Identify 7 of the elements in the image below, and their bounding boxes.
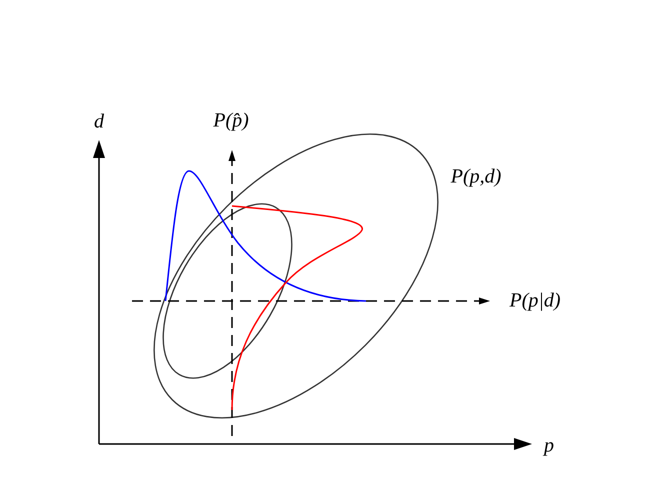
inner-ellipse (162, 203, 292, 379)
formula-label: P(p|d) (509, 290, 561, 312)
formula-label: P(p,d) (450, 166, 502, 188)
formula-label: P(p̂) (213, 110, 249, 132)
axis-label: p (544, 434, 554, 458)
axis-label: d (94, 110, 104, 134)
outer-ellipse (154, 134, 438, 418)
